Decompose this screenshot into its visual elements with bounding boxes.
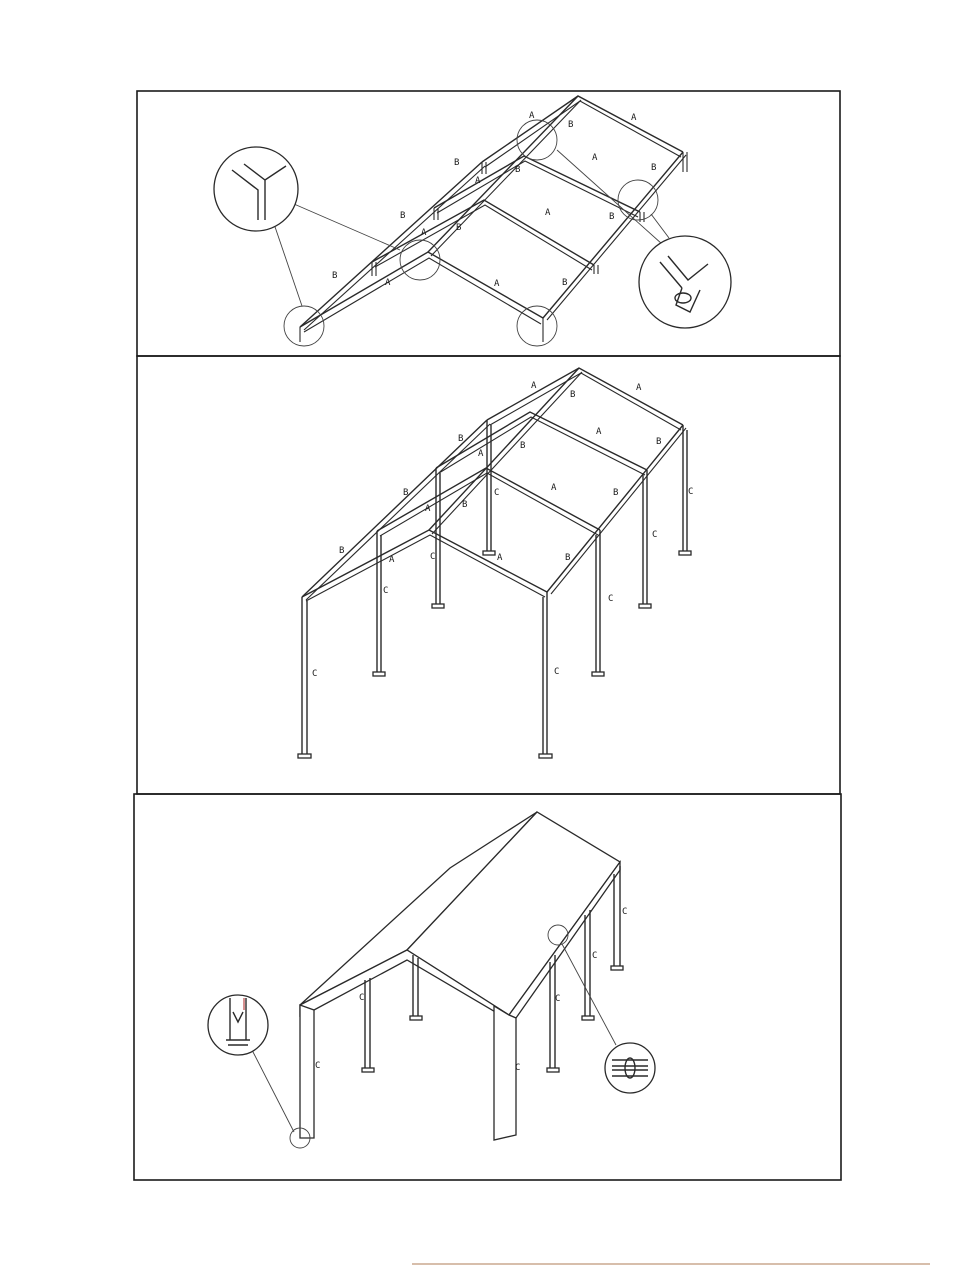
part-label-b: B <box>651 163 656 173</box>
part-label-a: A <box>596 427 602 437</box>
part-label-b: B <box>454 158 459 168</box>
panel-1-labels: A B A B A B A B B A B A B B A A B <box>332 111 656 289</box>
part-label-c: C <box>554 667 559 677</box>
part-label-b: B <box>400 211 405 221</box>
part-label-c: C <box>608 594 613 604</box>
part-label-c: C <box>555 994 560 1004</box>
part-label-a: A <box>494 279 500 289</box>
part-label-c: C <box>688 487 693 497</box>
canopy-callouts <box>207 924 656 1149</box>
part-label-a: A <box>592 153 598 163</box>
panel-2-frame <box>136 355 841 795</box>
part-label-a: A <box>631 113 637 123</box>
part-label-b: B <box>565 553 570 563</box>
part-label-b: B <box>456 223 461 233</box>
part-label-c: C <box>652 530 657 540</box>
part-label-a: A <box>531 381 537 391</box>
part-label-c: C <box>315 1061 320 1071</box>
part-label-b: B <box>609 212 614 222</box>
part-label-c: C <box>312 669 317 679</box>
callout-ridge-connector <box>213 119 732 347</box>
roof-frame-drawing <box>299 95 688 342</box>
part-label-a: A <box>385 278 391 288</box>
part-label-b: B <box>339 546 344 556</box>
part-label-b: B <box>656 437 661 447</box>
part-label-b: B <box>562 278 567 288</box>
part-label-b: B <box>515 165 520 175</box>
part-label-a: A <box>421 228 427 238</box>
canopy-drawing <box>299 811 624 1141</box>
panel-3-frame <box>133 793 842 1181</box>
part-label-a: A <box>425 504 431 514</box>
part-label-a: A <box>529 111 535 121</box>
part-label-b: B <box>462 500 467 510</box>
part-label-b: B <box>458 434 463 444</box>
part-label-a: A <box>636 383 642 393</box>
part-label-a: A <box>478 449 484 459</box>
part-label-a: A <box>545 208 551 218</box>
part-label-b: B <box>520 441 525 451</box>
part-label-b: B <box>568 120 573 130</box>
panel-2-labels: A B A B A B B A C C A B B A B C B A C A B C C C C <box>312 381 693 679</box>
part-label-b: B <box>570 390 575 400</box>
part-label-a: A <box>551 483 557 493</box>
part-label-b: B <box>332 271 337 281</box>
part-label-a: A <box>475 176 481 186</box>
part-label-c: C <box>515 1063 520 1073</box>
part-label-c: C <box>622 907 627 917</box>
part-label-b: B <box>613 488 618 498</box>
part-label-c: C <box>359 993 364 1003</box>
part-label-c: C <box>494 488 499 498</box>
part-label-b: B <box>403 488 408 498</box>
part-label-a: A <box>497 553 503 563</box>
part-label-c: C <box>430 552 435 562</box>
panel-3-labels: C C C C C C <box>315 907 627 1073</box>
full-frame-drawing <box>297 367 692 759</box>
part-label-a: A <box>389 555 395 565</box>
part-label-c: C <box>383 586 388 596</box>
part-label-c: C <box>592 951 597 961</box>
